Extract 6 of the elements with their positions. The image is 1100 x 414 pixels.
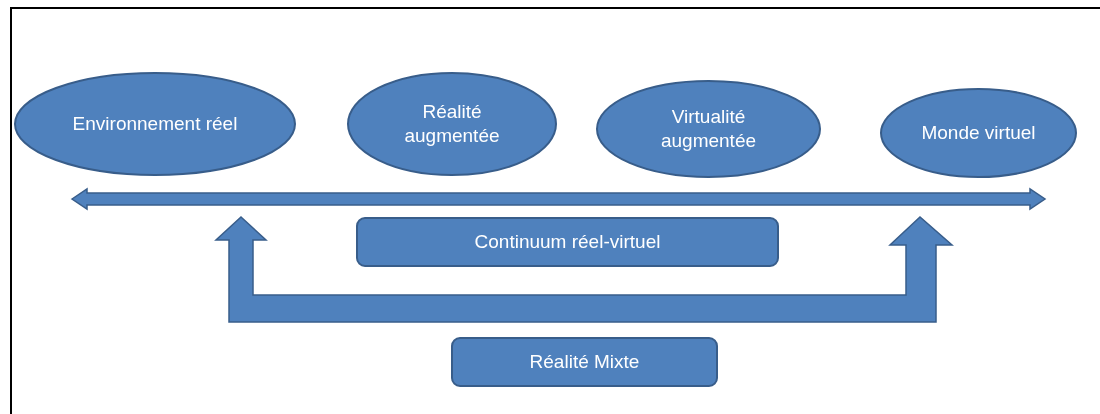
box-label: Réalité Mixte [529,350,640,374]
stage-label: Réalité augmentée [403,100,501,148]
box-label: Continuum réel-virtuel [474,230,661,254]
stage-label: Monde virtuel [921,121,1036,145]
stage-label: Virtualité augmentée [659,105,758,153]
stage-label: Environnement réel [72,112,238,136]
